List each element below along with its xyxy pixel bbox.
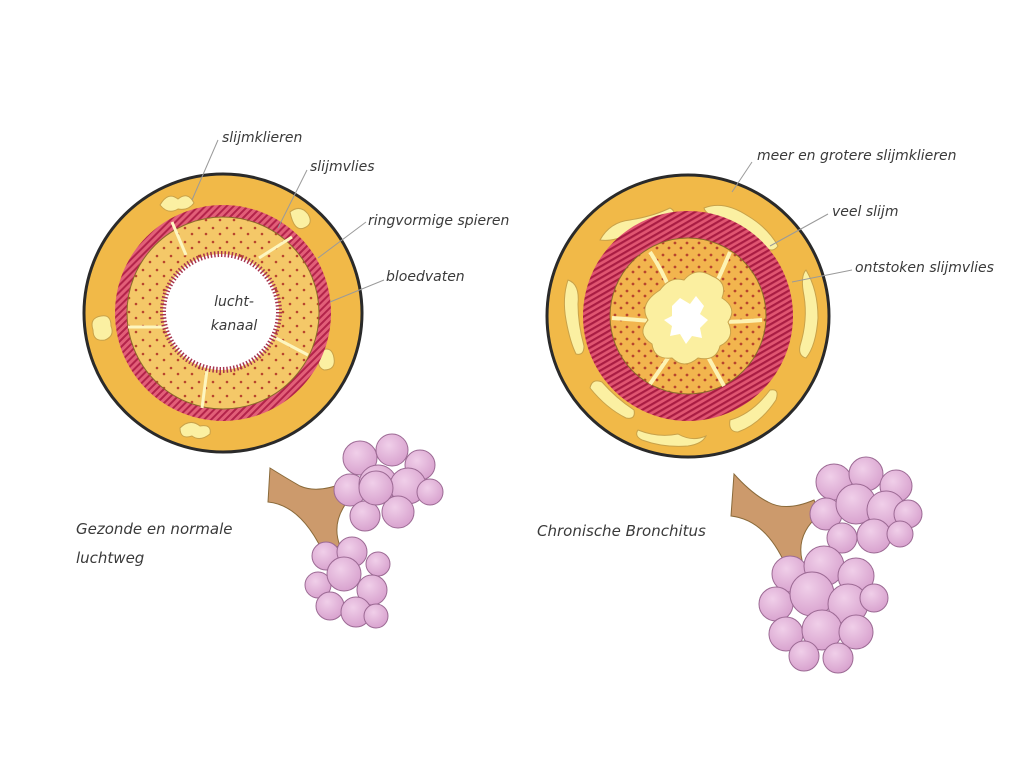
bronchitis-bronchiole-alveoli <box>730 456 923 674</box>
bronchitis-leader-lines <box>731 161 853 283</box>
label-slijmvlies: slijmvlies <box>310 159 375 175</box>
normal-bronchiole-alveoli <box>267 433 444 629</box>
label-ringvormige-spieren: ringvormige spieren <box>368 213 509 229</box>
label-ontstoken-slijmvlies: ontstoken slijmvlies <box>855 260 994 276</box>
normal-septa <box>128 221 309 409</box>
label-meer-slijmklieren: meer en grotere slijmklieren <box>757 148 956 164</box>
bronchitis-mucous-glands <box>563 204 819 447</box>
bronchitis-narrowed-lumen <box>664 296 708 344</box>
normal-alveoli-lower <box>304 536 391 629</box>
normal-leader-lines <box>191 139 385 303</box>
bronchitis-caption: Chronische Bronchitus <box>537 522 706 540</box>
normal-alveoli-upper <box>333 433 444 532</box>
bronchitis-alveoli-lower <box>758 545 889 674</box>
lumen-label-line1: lucht- <box>214 294 254 310</box>
normal-airway-cross-section: lucht- kanaal <box>82 172 364 454</box>
label-veel-slijm: veel slijm <box>832 204 898 220</box>
lumen-label-line2: kanaal <box>211 318 258 334</box>
normal-lumen <box>168 259 274 365</box>
normal-caption-line2: luchtweg <box>76 549 144 567</box>
label-slijmklieren: slijmklieren <box>222 130 302 146</box>
bronchitis-airway-cross-section <box>545 173 831 459</box>
bronchitis-alveoli-upper <box>809 456 923 554</box>
normal-caption-line1: Gezonde en normale <box>76 520 232 538</box>
bronchitis-bronchiole <box>730 472 821 567</box>
label-bloedvaten: bloedvaten <box>386 269 465 285</box>
